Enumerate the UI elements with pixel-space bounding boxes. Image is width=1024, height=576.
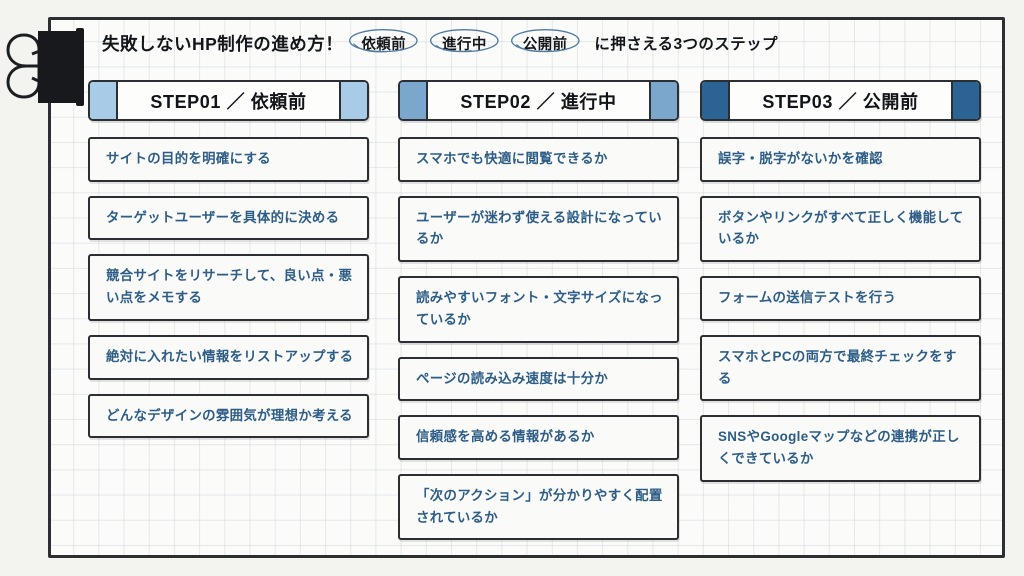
badge-label: 公開前	[522, 36, 568, 53]
header: 失敗しないHP制作の進め方！ 依頼前 進行中 公開前 に押さえる3つのステップ	[102, 27, 778, 59]
item-text: ページの読み込み速度は十分か	[416, 370, 609, 386]
badge-phase-1: 依頼前	[348, 28, 419, 58]
step-label: STEP01 ／ 依頼前	[150, 91, 307, 112]
step-accent-right	[339, 82, 367, 119]
badge-phase-2: 進行中	[429, 28, 500, 58]
header-suffix: に押さえる3つのステップ	[594, 36, 778, 53]
item-text: ターゲットユーザーを具体的に決める	[106, 209, 340, 225]
item-text: SNSやGoogleマップなどの連携が正しくできているか	[718, 429, 960, 466]
list-item[interactable]: 信頼感を高める情報があるか	[398, 415, 679, 460]
item-text: フォームの送信テストを行う	[718, 290, 897, 306]
item-text: 誤字・脱字がないかを確認	[718, 151, 883, 166]
list-item[interactable]: スマホとPCの両方で最終チェックをする	[700, 334, 981, 402]
badge-label: 進行中	[442, 36, 487, 53]
item-text: 競合サイトをリサーチして、良い点・悪い点をメモする	[106, 268, 353, 306]
step-header-2: STEP02 ／ 進行中	[398, 80, 679, 121]
list-item[interactable]: どんなデザインの雰囲気が理想か考える	[88, 393, 369, 439]
badge-label: 依頼前	[361, 36, 407, 53]
list-item[interactable]: 誤字・脱字がないかを確認	[700, 137, 981, 182]
checklist-3: 誤字・脱字がないかを確認 ボタンやリンクがすべて正しく機能しているか フォームの…	[700, 137, 981, 482]
step-accent-left	[702, 82, 730, 119]
step-column-1: STEP01 ／ 依頼前 サイトの目的を明確にする ターゲットユーザーを具体的に…	[88, 80, 369, 452]
item-text: 読みやすいフォント・文字サイズになっているか	[416, 290, 663, 327]
item-text: スマホでも快適に閲覧できるか	[416, 151, 608, 166]
page-title: 失敗しないHP制作の進め方！	[102, 33, 344, 54]
item-text: 「次のアクション」が分かりやすく配置されているか	[416, 487, 663, 525]
step-accent-right	[649, 82, 677, 119]
list-item[interactable]: サイトの目的を明確にする	[88, 137, 369, 182]
item-text: ボタンやリンクがすべて正しく機能しているか	[718, 209, 964, 247]
badge-phase-3: 公開前	[510, 28, 581, 58]
step-label: STEP03 ／ 公開前	[762, 91, 919, 112]
step-accent-right	[951, 82, 979, 119]
list-item[interactable]: ターゲットユーザーを具体的に決める	[88, 195, 369, 241]
item-text: 絶対に入れたい情報をリストアップする	[106, 348, 354, 364]
list-item[interactable]: ページの読み込み速度は十分か	[398, 356, 679, 402]
item-text: 信頼感を高める情報があるか	[416, 429, 595, 445]
step-label: STEP02 ／ 進行中	[460, 91, 617, 112]
item-text: ユーザーが迷わず使える設計になっているか	[416, 209, 662, 247]
binder-clip-icon	[4, 14, 104, 118]
list-item[interactable]: 絶対に入れたい情報をリストアップする	[88, 334, 369, 380]
list-item[interactable]: SNSやGoogleマップなどの連携が正しくできているか	[700, 415, 981, 482]
list-item[interactable]: ボタンやリンクがすべて正しく機能しているか	[700, 195, 981, 263]
item-text: サイトの目的を明確にする	[106, 151, 272, 166]
step-header-3: STEP03 ／ 公開前	[700, 80, 981, 121]
checklist-2: スマホでも快適に閲覧できるか ユーザーが迷わず使える設計になっているか 読みやす…	[398, 137, 679, 541]
list-item[interactable]: 「次のアクション」が分かりやすく配置されているか	[398, 473, 679, 541]
item-text: スマホとPCの両方で最終チェックをする	[718, 348, 957, 386]
step-accent-left	[90, 82, 118, 119]
list-item[interactable]: 読みやすいフォント・文字サイズになっているか	[398, 276, 679, 343]
list-item[interactable]: フォームの送信テストを行う	[700, 276, 981, 321]
list-item[interactable]: スマホでも快適に閲覧できるか	[398, 137, 679, 182]
step-column-3: STEP03 ／ 公開前 誤字・脱字がないかを確認 ボタンやリンクがすべて正しく…	[700, 80, 981, 496]
step-accent-left	[400, 82, 428, 119]
step-header-1: STEP01 ／ 依頼前	[88, 80, 369, 121]
item-text: どんなデザインの雰囲気が理想か考える	[106, 407, 353, 423]
step-column-2: STEP02 ／ 進行中 スマホでも快適に閲覧できるか ユーザーが迷わず使える設…	[398, 80, 679, 554]
list-item[interactable]: 競合サイトをリサーチして、良い点・悪い点をメモする	[88, 254, 369, 321]
checklist-1: サイトの目的を明確にする ターゲットユーザーを具体的に決める 競合サイトをリサー…	[88, 137, 369, 439]
list-item[interactable]: ユーザーが迷わず使える設計になっているか	[398, 195, 679, 263]
